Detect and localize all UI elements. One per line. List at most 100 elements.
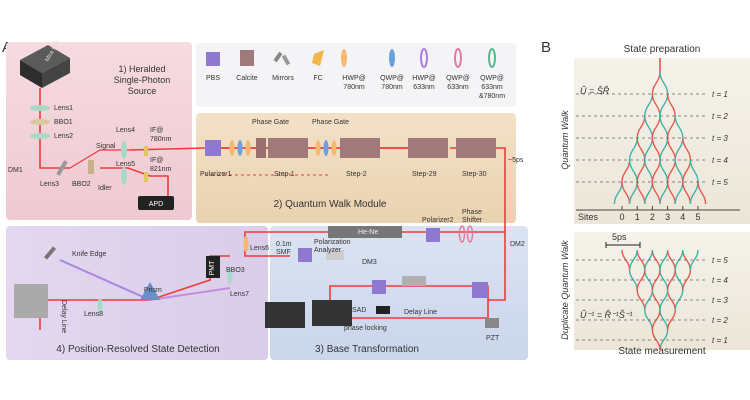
quantum-walk-axis-label: Quantum Walk [560,110,570,170]
site-tick-label: 5 [695,212,700,222]
qwp633780-icon [488,48,496,68]
if780-label-1: IF@ [150,127,163,134]
legend-calcite: Calcite [236,75,258,82]
laptop-1 [265,302,305,328]
smf-label-1: 0.1m [276,241,292,248]
time-label-bottom: t = 4 [712,276,728,285]
walk-branch-right [659,71,669,95]
legend-qwp633780-2: 633nm [481,84,503,91]
prism-shape [140,282,160,300]
lens3-label: Lens3 [40,181,59,188]
delay-stage [14,284,48,318]
legend-icons [206,48,496,68]
base-labels: Polarization Analyzer 0.1m SMF Lens6 He-… [250,209,525,342]
time-label-top: t = 2 [712,112,728,121]
source-title-1: 1) Heralded [118,64,165,74]
legend-qwp633-1: QWP@ [446,75,470,82]
site-tick-label: 1 [635,212,640,222]
dup-walk-branch-left [689,249,699,271]
phase-shifter-2: Shifter [462,217,483,224]
hwp633-icon [420,48,428,68]
hene-laser [328,226,402,238]
bbo2-label: BBO2 [72,181,91,188]
lens4-label: Lens4 [116,127,135,134]
legend-hwp633-1: HWP@ [412,75,435,82]
dm1-label: DM1 [8,167,23,174]
base-title: 3) Base Transformation [315,344,419,355]
knife-edge-label: Knife Edge [72,251,106,258]
site-tick-label: 4 [680,212,685,222]
lens8-label: Lens8 [84,311,103,318]
fc-icon [312,50,324,66]
calcite-icon [240,50,254,66]
walk-panel-bottom [574,232,750,350]
if780-label-2: 780nm [150,136,172,143]
pzt-label: PZT [486,335,500,342]
lens1-label: Lens1 [54,105,73,112]
lens2-label: Lens2 [54,133,73,140]
phase-locking-label: phase locking [344,325,387,332]
site-tick-label: 3 [665,212,670,222]
dup-walk-branch-left [666,309,676,331]
mirrors-icon [273,51,291,66]
dm3-label: DM3 [362,259,377,266]
if821-label-2: 821nm [150,166,172,173]
walk-branch-right [666,93,676,117]
qwp780-icon [389,49,395,67]
polarizer1-label: Polarizer1 [200,171,232,178]
time-step-labels: t = 1t = 2t = 3t = 4t = 5t = 5t = 4t = 3… [576,90,728,345]
source-title-3: Source [128,86,157,96]
signal-label: Signal [96,143,116,150]
legend-hwp780-2: 780nm [343,84,365,91]
pmt-label: PMT [209,260,216,276]
time-label-top: t = 3 [712,134,728,143]
step30-label: Step-30 [462,171,487,178]
blue-beam [59,259,151,301]
sfg-beam [149,287,231,301]
laptop-2 [312,300,352,326]
panel-b-letter: B [541,39,551,56]
source-labels: Lens1 BBO1 Lens2 DM1 Lens3 BBO2 Signal I… [8,105,172,208]
smf-label-2: SMF [276,249,291,256]
pol-analyzer-1: Polarization [314,239,351,246]
detection-labels: Knife Edge Prism Lens8 PMT BBO3 Lens7 De… [60,251,249,333]
detection-optics [14,236,249,318]
qwp633-icon [454,48,462,68]
step29-label: Step-29 [412,171,437,178]
phase-shifter-1: Phase [462,209,482,216]
delay-line-label: Delay Line [404,309,437,316]
source-optics [30,105,174,210]
walk-lattice-top [613,58,707,205]
prism-label: Prism [144,287,162,294]
sad-label: SAD [352,307,366,314]
step1-label: Step-1 [274,171,295,178]
base-optics [265,225,499,328]
detection-title: 4) Position-Resolved State Detection [56,344,219,355]
legend-qwp633780-1: QWP@ [480,75,504,82]
sites-label: Sites [578,212,599,222]
legend-pbs: PBS [206,75,220,82]
walk-title: 2) Quantum Walk Module [273,199,386,210]
time-label-top: t = 1 [712,90,728,99]
dup-walk-branch-left [636,269,646,291]
time-label-bottom: t = 1 [712,336,728,345]
pbs-icon [206,52,220,66]
step2-label: Step-2 [346,171,367,178]
if821-label-1: IF@ [150,157,163,164]
delay-5ps-label-b: 5ps [612,232,627,242]
hwp780-icon [341,49,347,67]
time-label-bottom: t = 5 [712,256,728,265]
site-tick-label: 2 [650,212,655,222]
polarizer2-label: Polarizer2 [422,217,454,224]
lens5-label: Lens5 [116,161,135,168]
dup-walk-branch-left [666,269,676,291]
phase-gate-2-label: Phase Gate [312,119,349,126]
legend-fc: FC [313,75,322,82]
state-measurement-title: State measurement [618,346,705,357]
laser-box [20,45,70,88]
dup-walk-branch-left [659,249,669,271]
time-label-top: t = 5 [712,178,728,187]
apd-box [138,196,174,210]
apd-label: APD [149,201,163,208]
